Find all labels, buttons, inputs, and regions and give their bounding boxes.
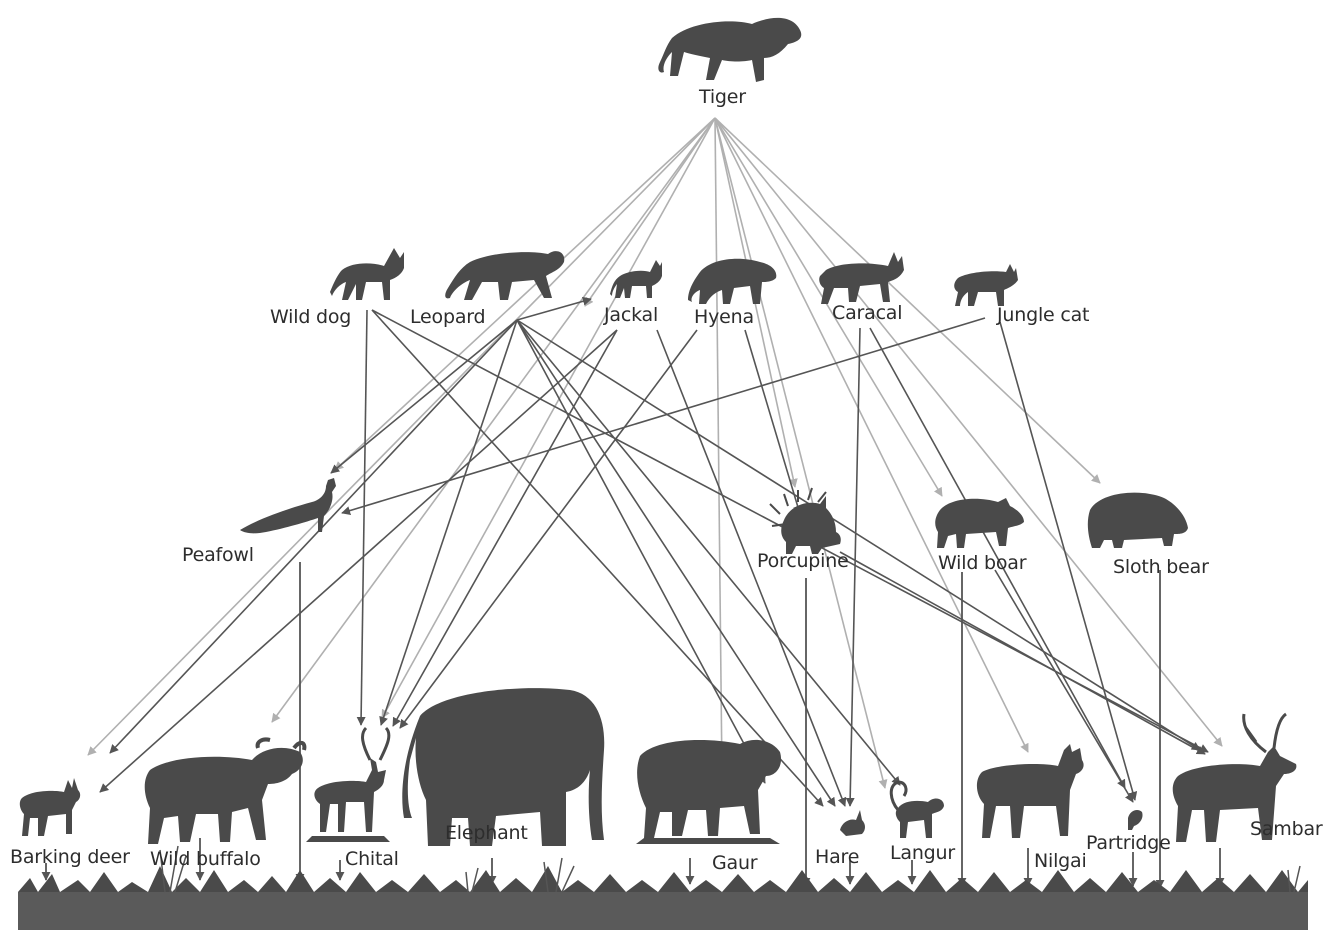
arrow-tiger-peafowl — [334, 117, 716, 471]
arrow-tiger-jackal — [584, 117, 716, 307]
arrow-jackal-chital — [392, 329, 618, 727]
arrow-leopard-barking-deer — [109, 319, 518, 754]
arrow-leopard-peafowl — [330, 319, 518, 474]
arrow-tiger-nilgai — [714, 117, 1029, 753]
sloth-bear-icon — [1087, 492, 1188, 548]
gaur-icon — [636, 739, 782, 844]
label-wild-buffalo: Wild buffalo — [150, 848, 261, 870]
arrow-wilddog-hare — [371, 309, 824, 807]
arrow-hyena-chital — [399, 329, 698, 729]
herbivory-arrows — [41, 562, 1225, 889]
arrow-junglecat-peafowl — [341, 317, 986, 515]
label-barking-deer: Barking deer — [10, 846, 130, 868]
label-nilgai: Nilgai — [1034, 850, 1087, 872]
wild-dog-icon — [330, 248, 404, 300]
arrow-porcupine-sambar — [839, 551, 1206, 755]
arrow-wildboar-partridge — [994, 569, 1134, 803]
arrow-tiger-wild-boar — [714, 117, 943, 497]
label-chital: Chital — [345, 848, 399, 870]
nilgai-icon — [976, 744, 1084, 838]
label-jungle-cat: Jungle cat — [997, 304, 1090, 326]
jungle-cat-icon — [954, 264, 1018, 306]
arrow-jackal-hare — [656, 329, 847, 807]
plant-strip — [18, 845, 1308, 930]
arrow-tiger-barking-deer — [87, 117, 716, 756]
langur-icon — [889, 780, 944, 838]
tiger-icon — [658, 17, 802, 83]
chital-icon — [306, 726, 391, 842]
label-hyena: Hyena — [694, 306, 754, 328]
arrow-junglecat-partridge — [999, 321, 1138, 801]
arrow-leopard-langur — [516, 319, 901, 786]
arrow-leopard-sambar — [516, 319, 1201, 751]
wild-boar-icon — [935, 498, 1024, 548]
arrow-jackal-barking-deer — [99, 329, 618, 793]
arrow-tiger-sloth-bear — [714, 117, 1101, 484]
partridge-icon — [1128, 810, 1143, 830]
label-elephant: Elephant — [445, 822, 528, 844]
label-caracal: Caracal — [832, 302, 903, 324]
arrow-tiger-langur — [714, 117, 888, 789]
grass-tufts — [18, 866, 1308, 892]
arrow-leopard-hare — [516, 319, 836, 807]
caracal-icon — [819, 252, 904, 304]
label-wild-dog: Wild dog — [270, 306, 352, 328]
elephant-icon — [402, 688, 605, 846]
arrow-leopard-chital — [379, 319, 518, 726]
wild-buffalo-icon — [144, 737, 307, 844]
label-wild-boar: Wild boar — [938, 552, 1027, 574]
label-hare: Hare — [815, 846, 860, 868]
arrow-caracal-hare — [845, 327, 861, 807]
label-porcupine: Porcupine — [757, 550, 849, 572]
label-tiger: Tiger — [699, 86, 746, 108]
arrow-leopard-jackal — [516, 296, 592, 321]
predation-arrows — [99, 296, 1209, 807]
hyena-icon — [688, 258, 777, 304]
jackal-icon — [610, 260, 662, 298]
tiger-arrows — [87, 117, 1223, 789]
label-jackal: Jackal — [604, 304, 659, 326]
hare-icon — [840, 810, 865, 836]
label-sloth-bear: Sloth bear — [1113, 556, 1209, 578]
label-sambar: Sambar — [1250, 818, 1323, 840]
arrow-tiger-wild-buffalo — [271, 117, 716, 723]
label-gaur: Gaur — [712, 852, 758, 874]
peafowl-icon — [240, 478, 336, 534]
label-peafowl: Peafowl — [182, 544, 254, 566]
arrow-caracal-partridge — [869, 327, 1126, 789]
porcupine-icon — [769, 487, 841, 554]
arrow-wilddog-chital — [356, 309, 368, 726]
label-leopard: Leopard — [410, 306, 486, 328]
arrow-leopard-gaur — [516, 319, 766, 784]
arrow-tiger-chital — [381, 117, 716, 719]
leopard-icon — [445, 251, 565, 300]
arrow-tiger-sambar — [714, 117, 1223, 747]
barking-deer-icon — [19, 778, 81, 836]
sambar-icon — [1172, 712, 1297, 842]
label-partridge: Partridge — [1086, 832, 1171, 854]
arrow-hyena-porcupine — [744, 329, 802, 515]
label-langur: Langur — [890, 842, 955, 864]
